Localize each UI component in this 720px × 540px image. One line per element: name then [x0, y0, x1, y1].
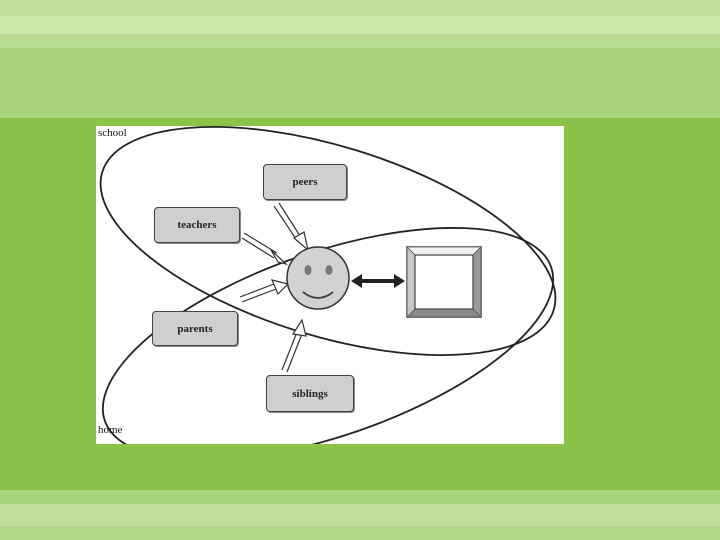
parents-node: parents	[152, 311, 238, 346]
arrow-parents-to-child	[239, 279, 290, 303]
child-smiley-icon	[286, 246, 350, 310]
bottom-stripe-3	[0, 526, 720, 540]
diagram-canvas	[99, 126, 557, 444]
context-diagram: school home peers teachers parents sibli…	[96, 126, 564, 444]
bottom-stripe-1	[0, 490, 720, 504]
siblings-node: siblings	[266, 375, 354, 412]
bottom-stripe-2	[0, 504, 720, 526]
arrow-peers-to-child	[273, 202, 309, 252]
top-stripe-4	[0, 48, 720, 118]
arrow-siblings-to-child	[281, 318, 307, 373]
teachers-node: teachers	[154, 207, 240, 243]
top-stripe-1	[0, 0, 720, 16]
peers-node: peers	[263, 164, 347, 200]
empty-frame-icon	[406, 246, 482, 318]
bidirectional-arrow-icon	[351, 274, 405, 288]
home-label: home	[98, 424, 123, 436]
arrow-teachers-to-child	[241, 232, 289, 266]
top-stripe-2	[0, 16, 720, 34]
school-label: school	[98, 127, 127, 139]
top-stripe-3	[0, 34, 720, 48]
